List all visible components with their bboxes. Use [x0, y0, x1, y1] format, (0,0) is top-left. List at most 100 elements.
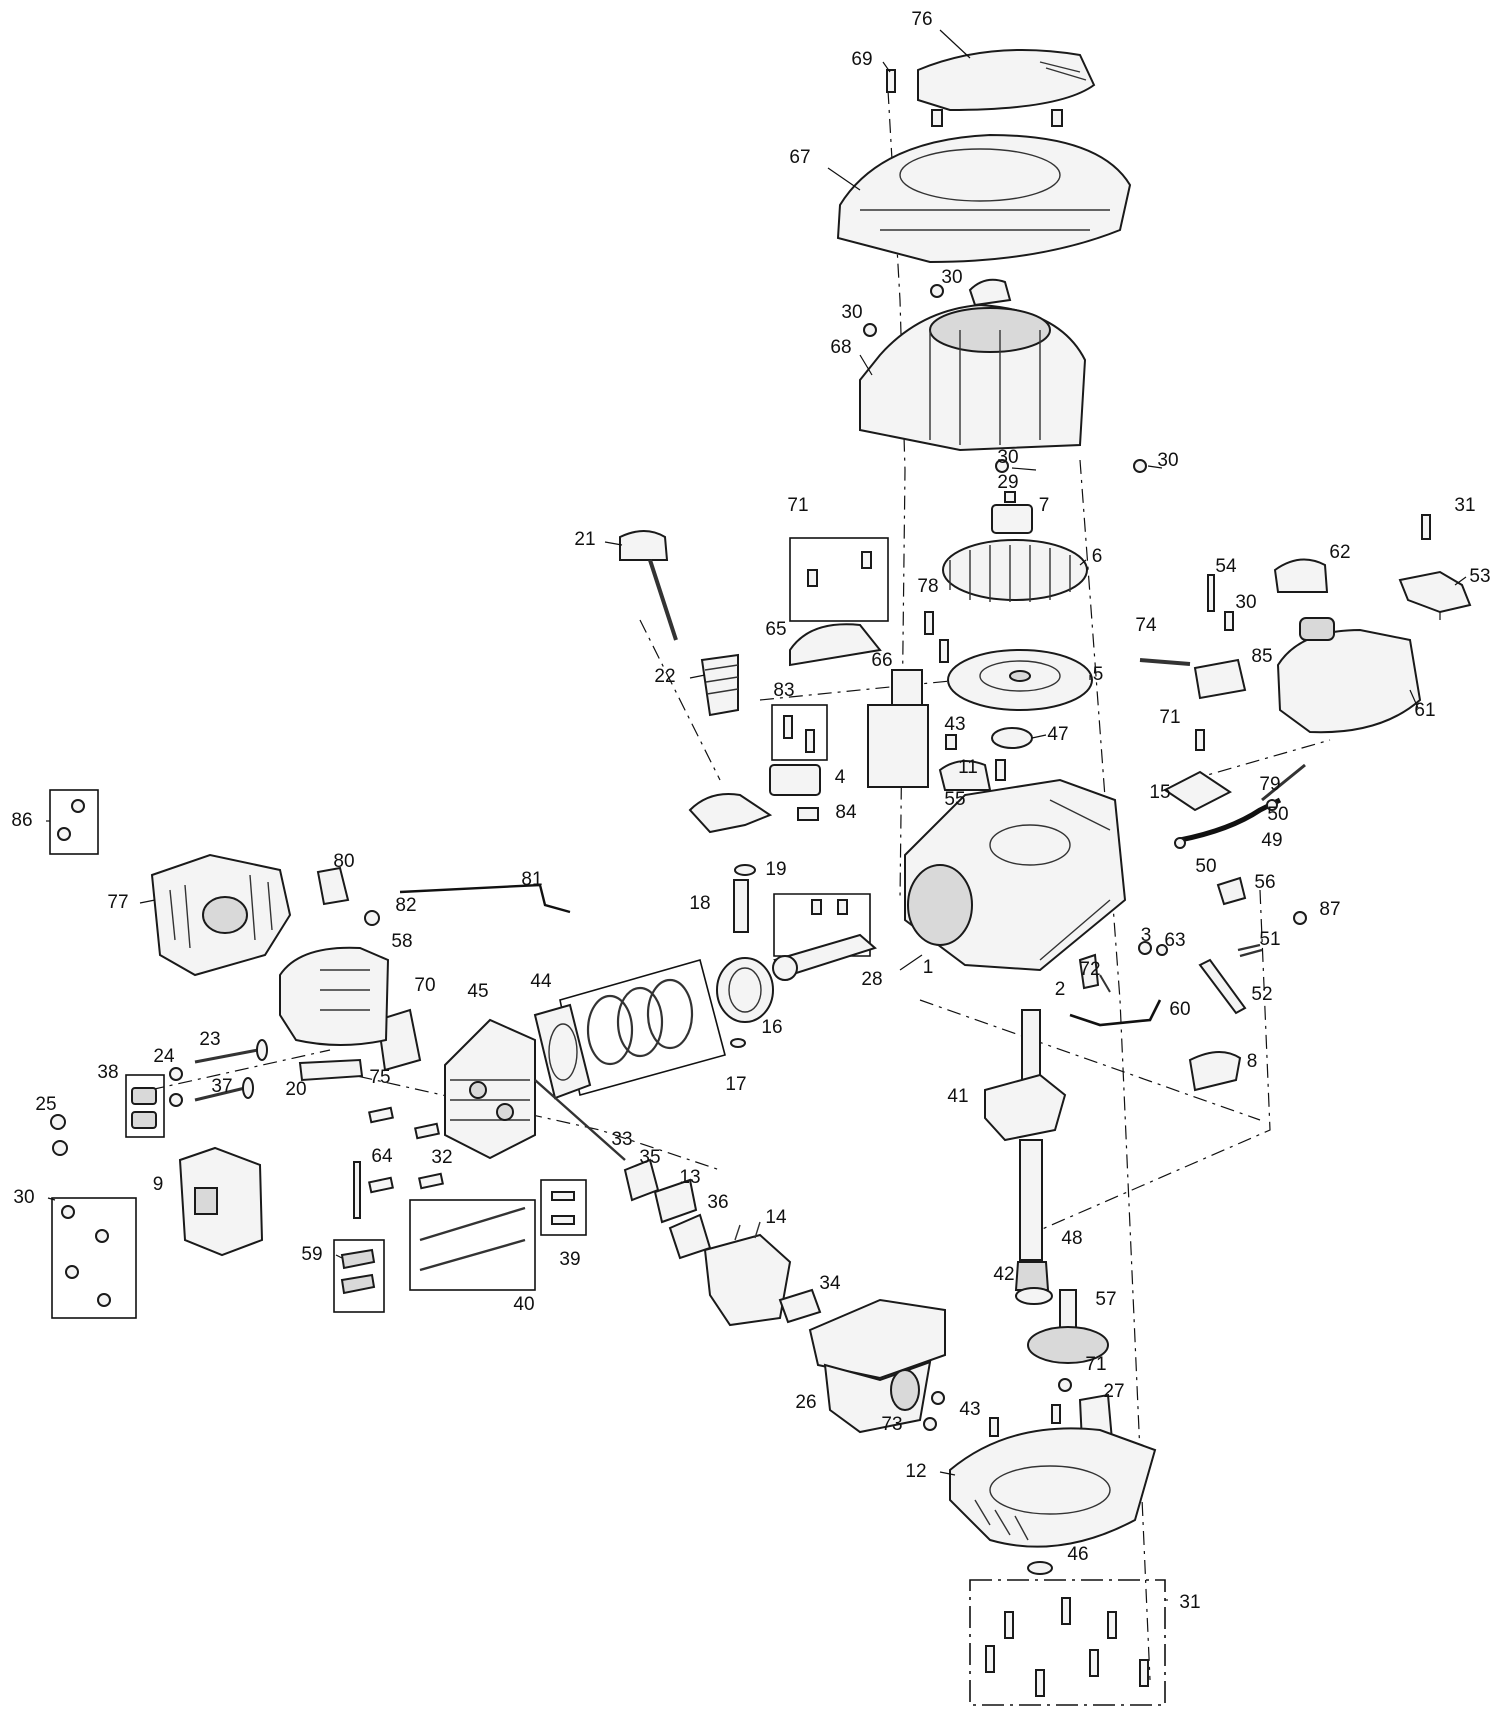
part-63-nut: [1156, 944, 1168, 956]
part-64-pin: [353, 1161, 361, 1219]
callout-14: 14: [765, 1207, 787, 1228]
part-61-fuel-tank: [1276, 617, 1422, 734]
callout-68: 68: [830, 337, 851, 358]
part-45-cylinder-head: [444, 1018, 536, 1160]
callout-42: 42: [993, 1264, 1014, 1285]
callout-79: 79: [1259, 774, 1280, 795]
callout-36: 36: [707, 1192, 728, 1213]
callout-7: 7: [1039, 495, 1050, 516]
part-30-screw-e: [1224, 611, 1234, 631]
callout-30c: 30: [997, 447, 1018, 468]
callout-27: 27: [1103, 1381, 1124, 1402]
callout-15: 15: [1149, 782, 1170, 803]
callout-70: 70: [414, 975, 435, 996]
part-57-camshaft-gear: [1027, 1289, 1109, 1364]
callout-80: 80: [333, 851, 354, 872]
part-50-clip-a: [1266, 799, 1278, 811]
callout-39: 39: [559, 1249, 580, 1270]
callout-73: 73: [881, 1414, 902, 1435]
part-38-group-box: [125, 1074, 165, 1138]
part-85-solenoid: [1193, 658, 1247, 700]
part-78-screw-b: [939, 639, 949, 663]
part-32-stud-a: [368, 1106, 394, 1124]
part-3-washer: [1138, 941, 1152, 955]
callout-47: 47: [1047, 724, 1068, 745]
part-28-connecting-rod: [772, 899, 878, 981]
part-42-washer: [1015, 1287, 1053, 1305]
part-52-lever: [1198, 958, 1247, 1015]
callout-55: 55: [944, 789, 965, 810]
callout-24: 24: [153, 1046, 175, 1067]
part-41-crankshaft: [984, 1009, 1067, 1291]
callout-60: 60: [1169, 999, 1190, 1020]
part-30-screw-a: [930, 284, 944, 298]
part-16-piston: [716, 957, 774, 1023]
part-55-breather: [938, 760, 992, 791]
part-26-air-filter: [808, 1298, 946, 1434]
callout-82: 82: [395, 895, 416, 916]
part-12-crankcase-cover: [949, 1427, 1157, 1548]
callout-83: 83: [773, 680, 794, 701]
part-29-nut: [1004, 491, 1016, 503]
callout-43b: 43: [959, 1399, 980, 1420]
part-58-valve-cover: [279, 946, 390, 1046]
part-30-screw-c: [995, 459, 1009, 473]
callout-32: 32: [431, 1147, 452, 1168]
callout-66: 66: [871, 650, 892, 671]
part-18-piston-pin: [733, 879, 749, 933]
part-4-governor-bracket: [769, 764, 821, 796]
part-20-spark-plug: [298, 1058, 364, 1082]
part-73-screw-b: [923, 1417, 937, 1431]
callout-84: 84: [835, 802, 857, 823]
callout-2: 2: [1055, 979, 1066, 1000]
callout-3: 3: [1141, 925, 1152, 946]
part-25-keeper-a: [50, 1114, 66, 1130]
callout-1: 1: [923, 957, 934, 978]
part-70-gasket: [376, 1008, 422, 1072]
part-50-clip-b: [1174, 837, 1186, 849]
part-79-clamp: [1261, 763, 1306, 802]
part-39-group-box: [540, 1179, 587, 1236]
part-33-rod: [534, 1079, 626, 1161]
callout-6: 6: [1092, 546, 1103, 567]
callout-31b: 31: [1179, 1592, 1200, 1613]
part-43-dowel-b: [1051, 1404, 1061, 1424]
part-40-push-rod-box: [409, 1199, 536, 1291]
part-30-group-box: [51, 1197, 137, 1319]
callout-33: 33: [611, 1129, 632, 1150]
part-36-gasket: [668, 1213, 712, 1260]
callout-72: 72: [1079, 959, 1100, 980]
part-76-top-cover: [917, 49, 1096, 127]
callout-30e: 30: [1235, 592, 1256, 613]
part-5-pulley: [947, 649, 1093, 711]
part-62-fuel-cap: [1273, 558, 1329, 593]
part-77-muffler-shield: [150, 853, 292, 977]
part-68-fan-housing: [859, 278, 1087, 452]
part-80-lever: [316, 866, 350, 906]
callout-59: 59: [301, 1244, 322, 1265]
part-53-throttle-bracket: [1398, 570, 1472, 614]
part-21-dipstick: [619, 530, 678, 641]
callout-46: 46: [1067, 1544, 1088, 1565]
callout-71c: 71: [1085, 1354, 1106, 1375]
callout-81: 81: [521, 869, 542, 890]
callout-22: 22: [654, 666, 675, 687]
callout-30b: 30: [841, 302, 862, 323]
part-81-rod: [399, 883, 571, 914]
part-60-rod: [1069, 999, 1162, 1027]
callout-20: 20: [285, 1079, 306, 1100]
part-31-screw: [1421, 514, 1431, 540]
callout-71a: 71: [787, 495, 808, 516]
part-46-seal: [1027, 1561, 1053, 1575]
callout-17: 17: [725, 1074, 746, 1095]
part-82-screw: [364, 910, 380, 926]
part-2-governor-arm: [1078, 953, 1100, 990]
part-14-carburetor: [703, 1221, 792, 1327]
part-13-insulator: [653, 1178, 698, 1224]
callout-leaders: [46, 29, 1467, 1601]
part-71-group-box: [789, 537, 889, 622]
callout-40: 40: [513, 1294, 534, 1315]
part-23-exhaust-valve: [194, 1039, 268, 1064]
part-17-circlip: [730, 1038, 746, 1048]
